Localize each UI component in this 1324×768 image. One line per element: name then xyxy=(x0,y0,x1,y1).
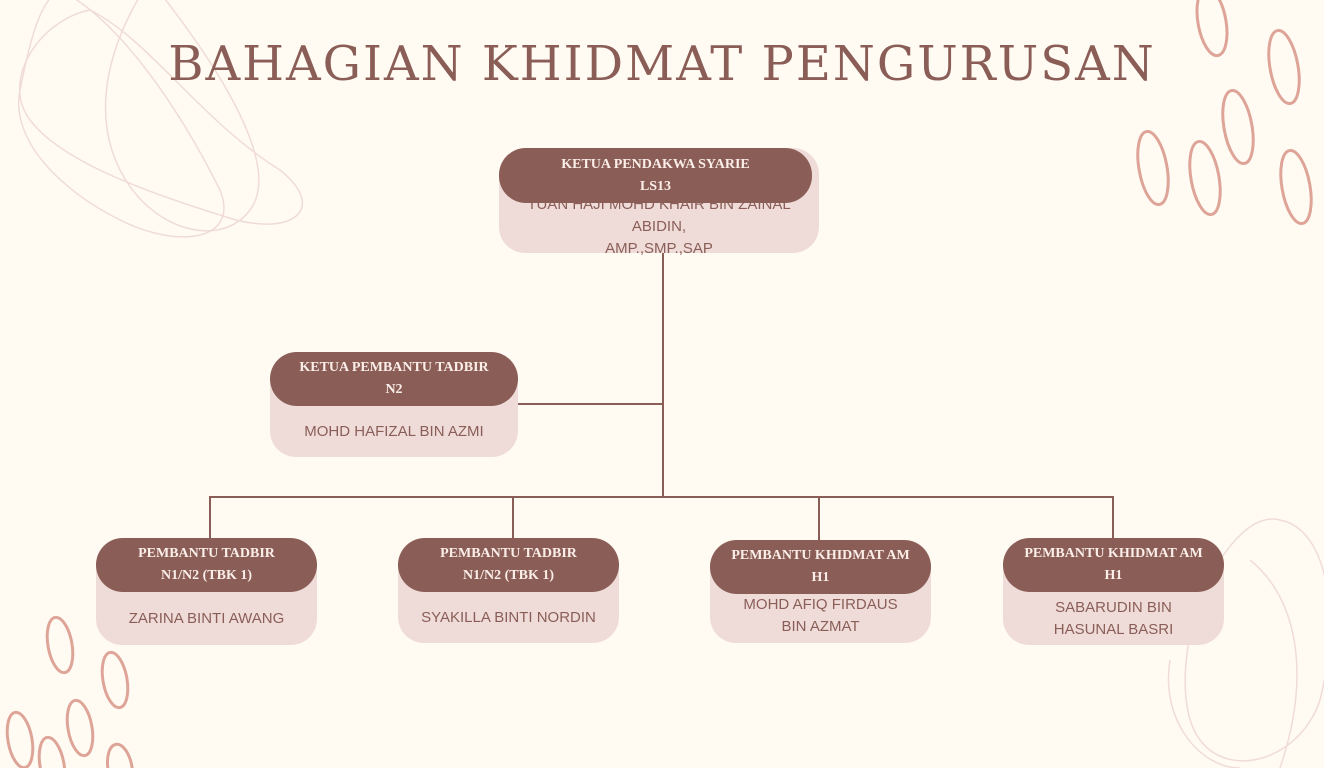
node-header: KETUA PEMBANTU TADBIR N2 xyxy=(270,352,518,406)
connector-line xyxy=(662,253,664,498)
node-grade: LS13 xyxy=(639,178,672,194)
node-position: PEMBANTU TADBIR xyxy=(138,546,275,561)
node-name: SYAKILLA BINTI NORDIN xyxy=(398,592,619,643)
node-grade: N1/N2 (TBK 1) xyxy=(161,568,252,583)
node-header: PEMBANTU TADBIR N1/N2 (TBK 1) xyxy=(398,538,619,592)
swirl-lines-top-left xyxy=(18,0,303,238)
node-position: PEMBANTU KHIDMAT AM xyxy=(731,548,910,563)
node-position: KETUA PENDAKWA SYARIE xyxy=(561,156,750,172)
node-header: KETUA PENDAKWA SYARIE LS13 xyxy=(499,148,812,203)
node-grade: N2 xyxy=(385,382,403,397)
node-position: PEMBANTU KHIDMAT AM xyxy=(1024,546,1203,561)
connector-line xyxy=(1112,496,1114,540)
name-line: AMP.,SMP.,SAP xyxy=(605,240,713,257)
org-node-staff: PEMBANTU TADBIR N1/N2 (TBK 1) SYAKILLA B… xyxy=(398,538,619,643)
node-name: MOHD HAFIZAL BIN AZMI xyxy=(270,406,518,457)
name-line: BIN AZMAT xyxy=(781,618,860,635)
name-line: ZARINA BINTI AWANG xyxy=(128,609,285,627)
org-node-ketua-pembantu-tadbir: KETUA PEMBANTU TADBIR N2 MOHD HAFIZAL BI… xyxy=(270,352,518,457)
node-grade: N1/N2 (TBK 1) xyxy=(463,568,554,583)
swirl-lines-bottom-right xyxy=(1167,518,1324,768)
connector-line xyxy=(818,496,820,540)
node-header: PEMBANTU TADBIR N1/N2 (TBK 1) xyxy=(96,538,317,592)
node-name: ZARINA BINTI AWANG xyxy=(96,592,317,645)
node-position: KETUA PEMBANTU TADBIR xyxy=(299,360,489,375)
connector-line xyxy=(209,496,211,540)
name-line: SABARUDIN BIN xyxy=(1055,598,1172,616)
name-line: MOHD HAFIZAL BIN AZMI xyxy=(304,422,484,440)
org-node-ketua-pendakwa-syarie: KETUA PENDAKWA SYARIE LS13 TUAN HAJI MOH… xyxy=(499,148,819,257)
connector-line xyxy=(518,403,664,405)
node-header: PEMBANTU KHIDMAT AM H1 xyxy=(1003,538,1224,592)
page-title: BAHAGIAN KHIDMAT PENGURUSAN xyxy=(168,36,1156,92)
name-line: HASUNAL BASRI xyxy=(1053,620,1174,638)
node-grade: H1 xyxy=(811,570,830,585)
connector-line xyxy=(209,496,1114,498)
name-line: SYAKILLA BINTI NORDIN xyxy=(421,608,596,626)
node-name: MOHD AFIQ FIRDAUS BIN AZMAT xyxy=(710,594,931,643)
oval-pattern xyxy=(5,0,1313,768)
org-node-staff: PEMBANTU TADBIR N1/N2 (TBK 1) ZARINA BIN… xyxy=(96,538,317,645)
node-name: SABARUDIN BIN HASUNAL BASRI xyxy=(1003,592,1224,645)
org-node-staff: PEMBANTU KHIDMAT AM H1 SABARUDIN BIN HAS… xyxy=(1003,538,1224,645)
node-position: PEMBANTU TADBIR xyxy=(440,546,577,561)
name-line: MOHD AFIQ FIRDAUS xyxy=(743,596,898,613)
node-name: TUAN HAJI MOHD KHAIR BIN ZAINAL ABIDIN, … xyxy=(499,196,819,257)
org-node-staff: PEMBANTU KHIDMAT AM H1 MOHD AFIQ FIRDAUS… xyxy=(710,540,931,643)
node-grade: H1 xyxy=(1104,568,1123,583)
name-line: TUAN HAJI MOHD KHAIR BIN ZAINAL ABIDIN, xyxy=(527,196,791,235)
node-header: PEMBANTU KHIDMAT AM H1 xyxy=(710,540,931,594)
connector-line xyxy=(512,496,514,540)
